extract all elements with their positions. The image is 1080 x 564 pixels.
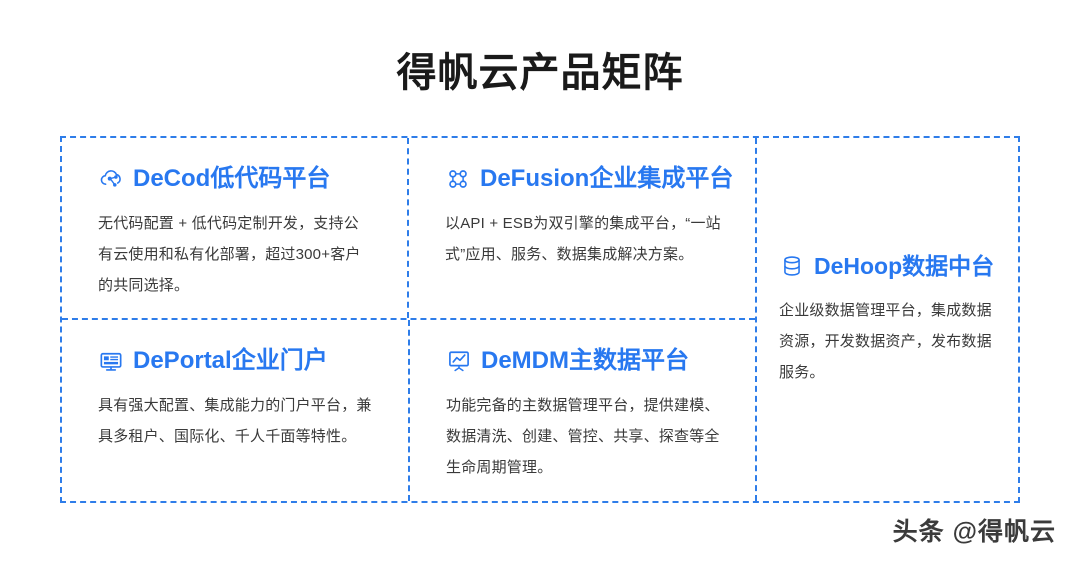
card-description: 具有强大配置、集成能力的门户平台，兼具多租户、国际化、千人千面等特性。 [98,396,372,445]
cloud-network-icon [100,170,121,187]
card-header: DePortal企业门户 [98,346,374,376]
card-header: DeHoop数据中台 [779,251,994,281]
presentation-chart-icon [449,350,469,371]
matrix-row-bottom: DePortal企业门户 具有强大配置、集成能力的门户平台，兼具多租户、国际化、… [62,319,755,502]
matrix-row-top: DeCod低代码平台 无代码配置 + 低代码定制开发，支持公有云使用和私有化部署… [62,138,755,320]
product-card-deportal[interactable]: DePortal企业门户 具有强大配置、集成能力的门户平台，兼具多租户、国际化、… [62,319,410,501]
card-title: DePortal企业门户 [133,346,328,374]
card-title: DeHoop数据中台 [814,253,995,279]
card-header: DeCod低代码平台 [98,164,373,194]
card-title: DeMDM主数据平台 [481,346,689,374]
card-description: 功能完备的主数据管理平台，提供建模、数据清洗、创建、管控、共享、探查等全生命周期… [446,396,720,476]
watermark: 头条 @得帆云 [892,518,1056,546]
card-title: DeFusion企业集成平台 [480,165,734,192]
card-description: 无代码配置 + 低代码定制开发，支持公有云使用和私有化部署，超过300+客户的共… [98,215,361,294]
card-header: DeMDM主数据平台 [446,346,721,376]
network-nodes-icon [449,170,467,188]
product-card-demdm[interactable]: DeMDM主数据平台 功能完备的主数据管理平台，提供建模、数据清洗、创建、管控、… [410,320,755,502]
card-description: 企业级数据管理平台，集成数据资源，开发数据资产，发布数据服务。 [779,302,992,381]
database-icon [784,256,800,276]
card-description: 以API + ESB为双引擎的集成平台，“一站式”应用、服务、数据集成解决方案。 [445,215,721,263]
page-title: 得帆云产品矩阵 [396,51,684,95]
matrix-left-column: DeCod低代码平台 无代码配置 + 低代码定制开发，支持公有云使用和私有化部署… [62,138,757,501]
product-card-decod[interactable]: DeCod低代码平台 无代码配置 + 低代码定制开发，支持公有云使用和私有化部署… [62,138,409,318]
monitor-portal-icon [100,352,122,371]
product-matrix-grid: DeCod低代码平台 无代码配置 + 低代码定制开发，支持公有云使用和私有化部署… [60,136,1020,503]
card-title: DeCod低代码平台 [133,165,331,192]
product-card-defusion[interactable]: DeFusion企业集成平台 以API + ESB为双引擎的集成平台，“一站式”… [409,138,755,318]
card-header: DeFusion企业集成平台 [445,164,733,194]
product-card-dehoop[interactable]: DeHoop数据中台 企业级数据管理平台，集成数据资源，开发数据资产，发布数据服… [757,138,1018,501]
